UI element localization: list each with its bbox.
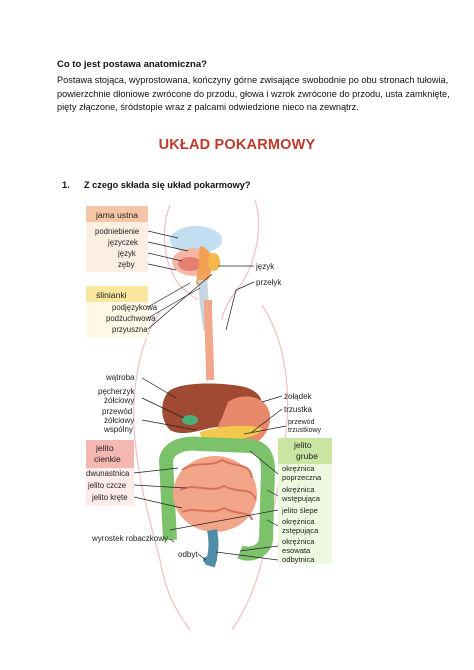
large-intestine-group-title: grube	[296, 451, 318, 461]
label-przewod-trzustkowy: trzustkowy	[288, 427, 322, 434]
large-intestine-item: poprzeczna	[282, 473, 322, 482]
mouth-item: języczek	[107, 238, 138, 247]
section-title: UKŁAD POKARMOWY	[158, 137, 316, 153]
salivary-group-header	[86, 286, 148, 302]
mouth-group-box	[86, 222, 148, 272]
intro-paragraph: Postawa stojąca, wyprostowana, kończyny …	[57, 74, 450, 115]
large-intestine-item: okrężnica	[282, 517, 315, 526]
small-intestine-item: dwunastnica	[86, 469, 130, 478]
large-intestine-group-header	[278, 438, 332, 464]
label-jezyk: język	[255, 262, 275, 271]
large-intestine-item: okrężnica	[282, 464, 315, 473]
label-watroba: wątroba	[105, 373, 135, 382]
intro-line: powierzchnie dłoniowe zwrócone do przodu…	[57, 88, 450, 99]
label-pecherzyk: pęcherzyk	[98, 387, 135, 396]
large-intestine-item: okrężnica	[282, 485, 315, 494]
salivary-group-title: ślinianki	[96, 290, 127, 300]
large-intestine-item: zstępująca	[282, 526, 319, 535]
small-intestine-group-header	[86, 440, 134, 468]
head-organs	[170, 226, 222, 331]
mouth-group-title: jama ustna	[95, 210, 138, 220]
label-przewod-zolciowy: przewód	[102, 407, 132, 416]
label-odbyt: odbyt	[178, 550, 198, 559]
anus-shape	[203, 556, 217, 564]
large-intestine-shape	[159, 436, 275, 561]
label-przewod-trzustkowy: przewód	[288, 419, 315, 426]
mouth-item: podniebienie	[95, 227, 139, 236]
large-intestine-group-box	[278, 464, 332, 564]
gallbladder-shape	[182, 415, 198, 425]
label-przelyk: przełyk	[256, 278, 282, 287]
mouth-group-header	[86, 206, 148, 222]
large-intestine-item: odbytnica	[282, 555, 315, 564]
salivary-group-box	[86, 302, 148, 338]
large-intestine-item: esowata	[282, 546, 311, 555]
label-pecherzyk: żółciowy	[104, 396, 134, 405]
mouth-item: zęby	[118, 260, 135, 269]
mouth-item: język	[117, 249, 136, 258]
intro-title: Co to jest postawa anatomiczna?	[57, 59, 207, 70]
label-zoladek: żołądek	[284, 392, 313, 401]
intro-line: pięty złączone, śródstopie wraz z palcam…	[57, 102, 359, 113]
large-intestine-group-title: jelito	[293, 440, 312, 450]
question-heading: 1. Z czego składa się układ pokarmowy?	[62, 180, 250, 190]
small-intestine-group-title: cienkie	[94, 454, 121, 464]
large-intestine-item: jelito ślepe	[281, 506, 318, 515]
small-intestine-item: jelito czcze	[87, 481, 126, 490]
large-intestine-item: okrężnica	[282, 537, 315, 546]
label-trzustka: trzustka	[284, 405, 313, 414]
salivary-item: podżuchwowa	[106, 314, 156, 323]
label-przewod-zolciowy: wspólny	[103, 425, 133, 434]
large-intestine-item: wstępująca	[281, 494, 321, 503]
small-intestine-group-box	[86, 468, 134, 506]
label-wyrostek: wyrostek robaczkowy	[91, 534, 168, 543]
salivary-item: przyusznа	[112, 325, 148, 334]
leader-lines	[133, 230, 287, 561]
small-intestine-group-title: jelito	[95, 443, 114, 453]
esophagus-shape	[204, 299, 214, 381]
salivary-item: podjęzykowa	[112, 303, 158, 312]
small-intestine-shape	[173, 456, 257, 532]
question-text: Z czego składa się układ pokarmowy?	[84, 180, 251, 190]
intro-line: Postawa stojąca, wyprostowana, kończyny …	[57, 75, 449, 85]
small-intestine-item: jelito kręte	[91, 493, 128, 502]
question-number: 1.	[62, 180, 70, 190]
label-przewod-zolciowy: żółciowy	[104, 416, 134, 425]
